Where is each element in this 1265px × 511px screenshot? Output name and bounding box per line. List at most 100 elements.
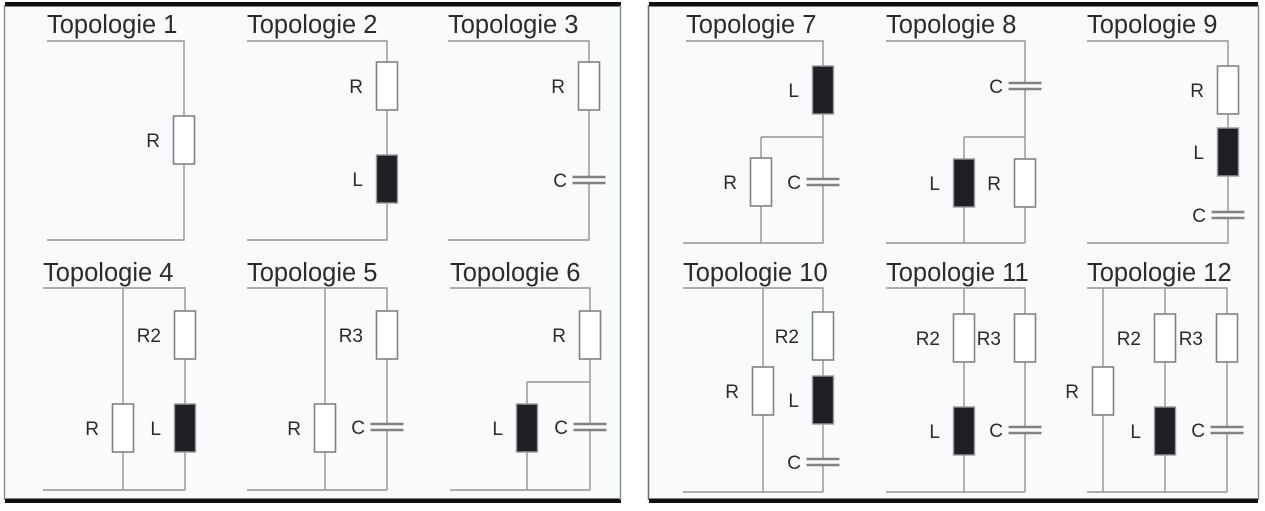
component-label: R2: [916, 329, 940, 350]
resistor-box: [1216, 65, 1240, 115]
resistor-box: [172, 115, 196, 165]
capacitor-icon: [370, 422, 404, 432]
capacitor-icon: [806, 457, 840, 467]
component-label: R: [1065, 382, 1079, 403]
component-label: R3: [339, 326, 363, 347]
circuit-wire: [247, 287, 388, 491]
capacitor-icon: [572, 175, 606, 185]
topology-title: Topologie 1: [47, 11, 177, 39]
component-label: L: [929, 174, 940, 195]
component-label: C: [787, 453, 801, 474]
inductor-box: [811, 65, 835, 115]
topology-title: Topologie 8: [886, 11, 1016, 39]
component-label: R: [725, 382, 739, 403]
component-label: L: [492, 419, 503, 440]
component-label: C: [787, 173, 801, 194]
topology-title: Topologie 9: [1087, 11, 1217, 39]
resistor-box: [375, 61, 399, 111]
component-label: L: [150, 419, 161, 440]
resistor-box: [1091, 366, 1115, 416]
topology-6: Topologie 6 R L C: [450, 259, 607, 491]
resistor-box: [313, 403, 337, 453]
component-label: R2: [137, 326, 161, 347]
component-label: R2: [775, 327, 799, 348]
component-label: R3: [1179, 329, 1203, 350]
topology-9: Topologie 9 R L C: [1087, 11, 1245, 244]
capacitor-icon: [1210, 425, 1244, 435]
inductor-box: [811, 375, 835, 425]
topology-title: Topologie 4: [43, 259, 173, 287]
panel-right-bottom-border: [649, 498, 1258, 503]
resistor-box: [578, 310, 602, 360]
topology-12: Topologie 12 R R2 R3 L C: [1065, 259, 1244, 493]
topology-2: Topologie 2 R L: [247, 11, 399, 241]
capacitor-icon: [806, 177, 840, 187]
inductor-box: [952, 406, 976, 456]
topology-5: Topologie 5 R R3 C: [247, 259, 404, 491]
topology-3: Topologie 3 R C: [448, 11, 606, 241]
component-label: R: [551, 77, 565, 98]
inductor-box: [952, 158, 976, 208]
panel-left-top-border: [5, 2, 621, 7]
resistor-box: [952, 313, 976, 363]
component-label: L: [352, 170, 363, 191]
component-label: R: [552, 326, 566, 347]
capacitor-icon: [1008, 81, 1042, 91]
resistor-box: [811, 311, 835, 361]
circuit-wire: [1087, 287, 1228, 493]
component-label: R: [146, 131, 160, 152]
resistor-box: [1013, 158, 1037, 208]
circuit-wire: [47, 40, 185, 241]
component-label: C: [1191, 421, 1205, 442]
component-label: R3: [977, 329, 1001, 350]
component-label: R: [349, 77, 363, 98]
component-label: C: [989, 421, 1003, 442]
resistor-box: [1153, 313, 1177, 363]
component-label: L: [788, 81, 799, 102]
capacitor-icon: [1008, 425, 1042, 435]
topology-4: Topologie 4 R R2 L: [43, 259, 197, 491]
component-label: L: [788, 391, 799, 412]
circuit-wire: [450, 287, 591, 491]
resistor-box: [1215, 313, 1239, 363]
topology-1: Topologie 1 R: [47, 11, 196, 241]
resistor-box: [749, 157, 773, 207]
component-label: C: [553, 171, 567, 192]
component-label: R: [287, 419, 301, 440]
topology-title: Topologie 12: [1087, 259, 1232, 287]
topology-title: Topologie 5: [247, 259, 377, 287]
resistor-box: [375, 310, 399, 360]
component-label: L: [1193, 143, 1204, 164]
capacitor-icon: [1211, 210, 1245, 220]
capacitor-icon: [573, 422, 607, 432]
circuit-wire: [1087, 40, 1229, 244]
component-label: R: [1190, 81, 1204, 102]
circuit-wire: [886, 40, 1026, 244]
circuit-wire: [247, 40, 388, 241]
component-label: C: [554, 418, 568, 439]
circuit-wire: [448, 40, 590, 241]
resistor-box: [111, 403, 135, 453]
topology-7: Topologie 7 L R C: [683, 11, 840, 244]
inductor-box: [173, 403, 197, 453]
topology-title: Topologie 7: [686, 11, 816, 39]
component-label: L: [1130, 422, 1141, 443]
panel-right-top-border: [649, 2, 1258, 7]
resistor-box: [1013, 313, 1037, 363]
component-label: R: [987, 174, 1001, 195]
component-label: R: [85, 419, 99, 440]
circuit-wire: [683, 287, 824, 493]
inductor-box: [375, 154, 399, 204]
component-label: C: [351, 418, 365, 439]
topology-title: Topologie 11: [886, 259, 1029, 287]
circuit-wire: [886, 287, 1026, 493]
resistor-box: [577, 61, 601, 111]
component-label: R2: [1117, 329, 1141, 350]
topology-title: Topologie 6: [450, 259, 580, 287]
component-label: C: [989, 77, 1003, 98]
component-label: C: [1192, 206, 1206, 227]
topology-10: Topologie 10 R R2 L C: [683, 259, 840, 493]
inductor-box: [515, 403, 539, 453]
panel-left-bottom-border: [5, 498, 621, 503]
